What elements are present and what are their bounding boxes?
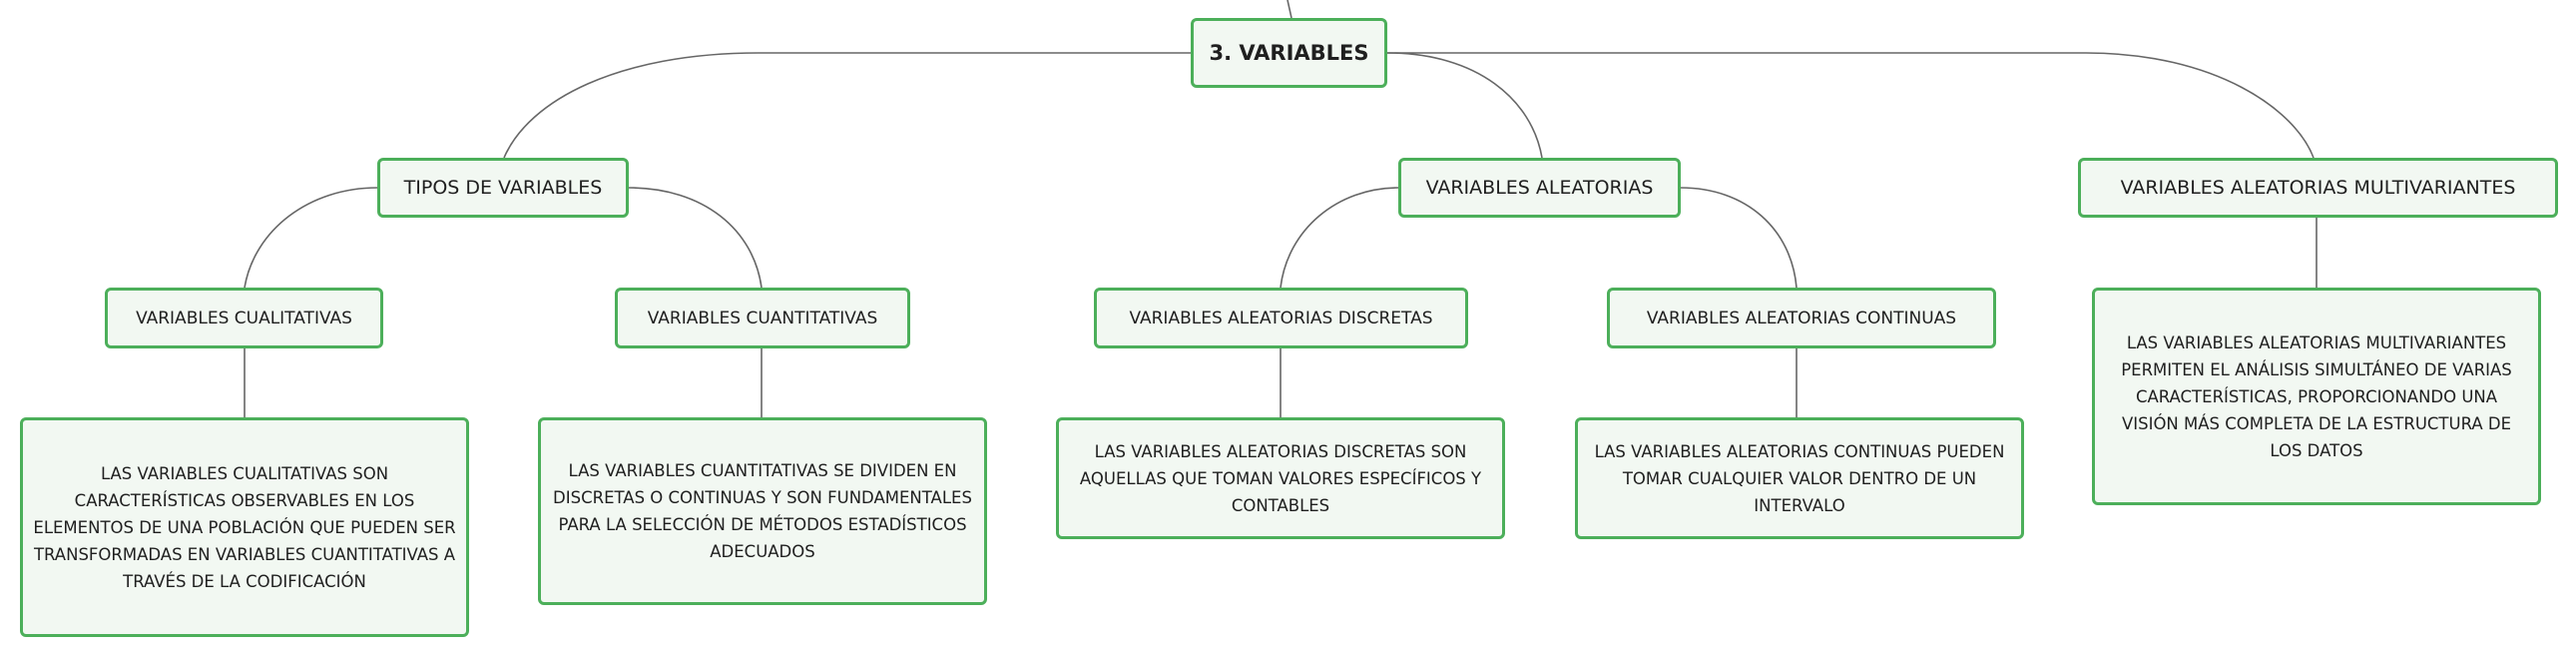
connector-root-tipos: [503, 52, 1191, 159]
root-label: 3. VARIABLES: [1209, 41, 1369, 65]
variables-cuantitativas-node[interactable]: VARIABLES CUANTITATIVAS: [615, 288, 910, 348]
variables-discretas-label: VARIABLES ALEATORIAS DISCRETAS: [1129, 308, 1433, 328]
variables-discretas-node[interactable]: VARIABLES ALEATORIAS DISCRETAS: [1094, 288, 1468, 348]
connector-tipos-cualitativas: [244, 187, 378, 289]
tipos-de-variables-node[interactable]: TIPOS DE VARIABLES: [377, 158, 629, 218]
continuas-description-node[interactable]: LAS VARIABLES ALEATORIAS CONTINUAS PUEDE…: [1575, 417, 2024, 539]
variables-cualitativas-label: VARIABLES CUALITATIVAS: [136, 308, 352, 328]
multivariantes-description-node[interactable]: LAS VARIABLES ALEATORIAS MULTIVARIANTES …: [2092, 288, 2541, 505]
connector-root-multivariantes: [1387, 52, 2315, 159]
cualitativas-description: LAS VARIABLES CUALITATIVAS SON CARACTERÍ…: [33, 463, 456, 591]
cualitativas-description-node[interactable]: LAS VARIABLES CUALITATIVAS SON CARACTERÍ…: [20, 417, 469, 637]
variables-cualitativas-node[interactable]: VARIABLES CUALITATIVAS: [105, 288, 383, 348]
variables-aleatorias-label: VARIABLES ALEATORIAS: [1425, 177, 1654, 199]
continuas-description: LAS VARIABLES ALEATORIAS CONTINUAS PUEDE…: [1594, 441, 2005, 515]
variables-continuas-label: VARIABLES ALEATORIAS CONTINUAS: [1646, 308, 1957, 328]
connector-root-incoming: [1287, 0, 1292, 19]
variables-continuas-node[interactable]: VARIABLES ALEATORIAS CONTINUAS: [1607, 288, 1996, 348]
variables-aleatorias-node[interactable]: VARIABLES ALEATORIAS: [1398, 158, 1681, 218]
cuantitativas-description: LAS VARIABLES CUANTITATIVAS SE DIVIDEN E…: [553, 461, 972, 561]
connector-aleatorias-continuas: [1680, 187, 1798, 289]
connector-tipos-cuantitativas: [628, 187, 763, 289]
discretas-description-node[interactable]: LAS VARIABLES ALEATORIAS DISCRETAS SON A…: [1056, 417, 1505, 539]
variables-multivariantes-label: VARIABLES ALEATORIAS MULTIVARIANTES: [2120, 177, 2516, 199]
variables-multivariantes-node[interactable]: VARIABLES ALEATORIAS MULTIVARIANTES: [2078, 158, 2558, 218]
discretas-description: LAS VARIABLES ALEATORIAS DISCRETAS SON A…: [1079, 441, 1482, 515]
root-node[interactable]: 3. VARIABLES: [1191, 18, 1387, 88]
connector-aleatorias-discretas: [1280, 187, 1399, 289]
connector-root-aleatorias: [1386, 52, 1543, 159]
multivariantes-description: LAS VARIABLES ALEATORIAS MULTIVARIANTES …: [2121, 332, 2512, 460]
variables-cuantitativas-label: VARIABLES CUANTITATIVAS: [647, 308, 878, 328]
tipos-de-variables-label: TIPOS DE VARIABLES: [403, 177, 603, 199]
cuantitativas-description-node[interactable]: LAS VARIABLES CUANTITATIVAS SE DIVIDEN E…: [538, 417, 987, 605]
